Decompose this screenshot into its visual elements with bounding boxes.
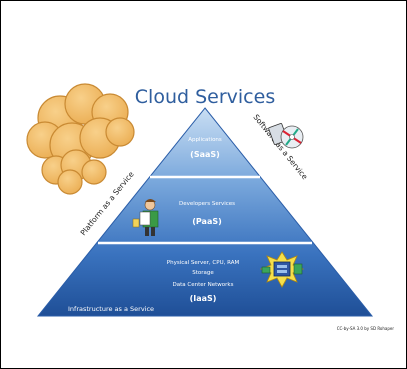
paas-description: Developers Services (179, 201, 235, 207)
paas-acronym: (PaaS) (192, 217, 222, 226)
diagram-title: Cloud Services (135, 86, 275, 108)
iaas-line-2: Storage (192, 270, 214, 276)
saas-acronym: (SaaS) (190, 150, 220, 159)
license-credit: CC-by-SA 3.0 by SD Rohaper (337, 326, 395, 331)
iaas-line-3: Data Center Networks (173, 282, 234, 288)
iaas-acronym: (IaaS) (190, 294, 217, 303)
developer-person-icon (132, 199, 159, 236)
software-as-a-service-label: Software as a Service (251, 113, 309, 182)
iaas-line-1: Physical Server, CPU, RAM (167, 260, 240, 266)
cloud-icon (41, 149, 107, 195)
saas-description: Applications (188, 137, 222, 143)
cloud-icon (26, 83, 135, 168)
infrastructure-as-a-service-label: Infrastructure as a Service (68, 305, 154, 313)
software-cd-icon (268, 123, 304, 149)
server-hardware-icon (259, 251, 305, 288)
